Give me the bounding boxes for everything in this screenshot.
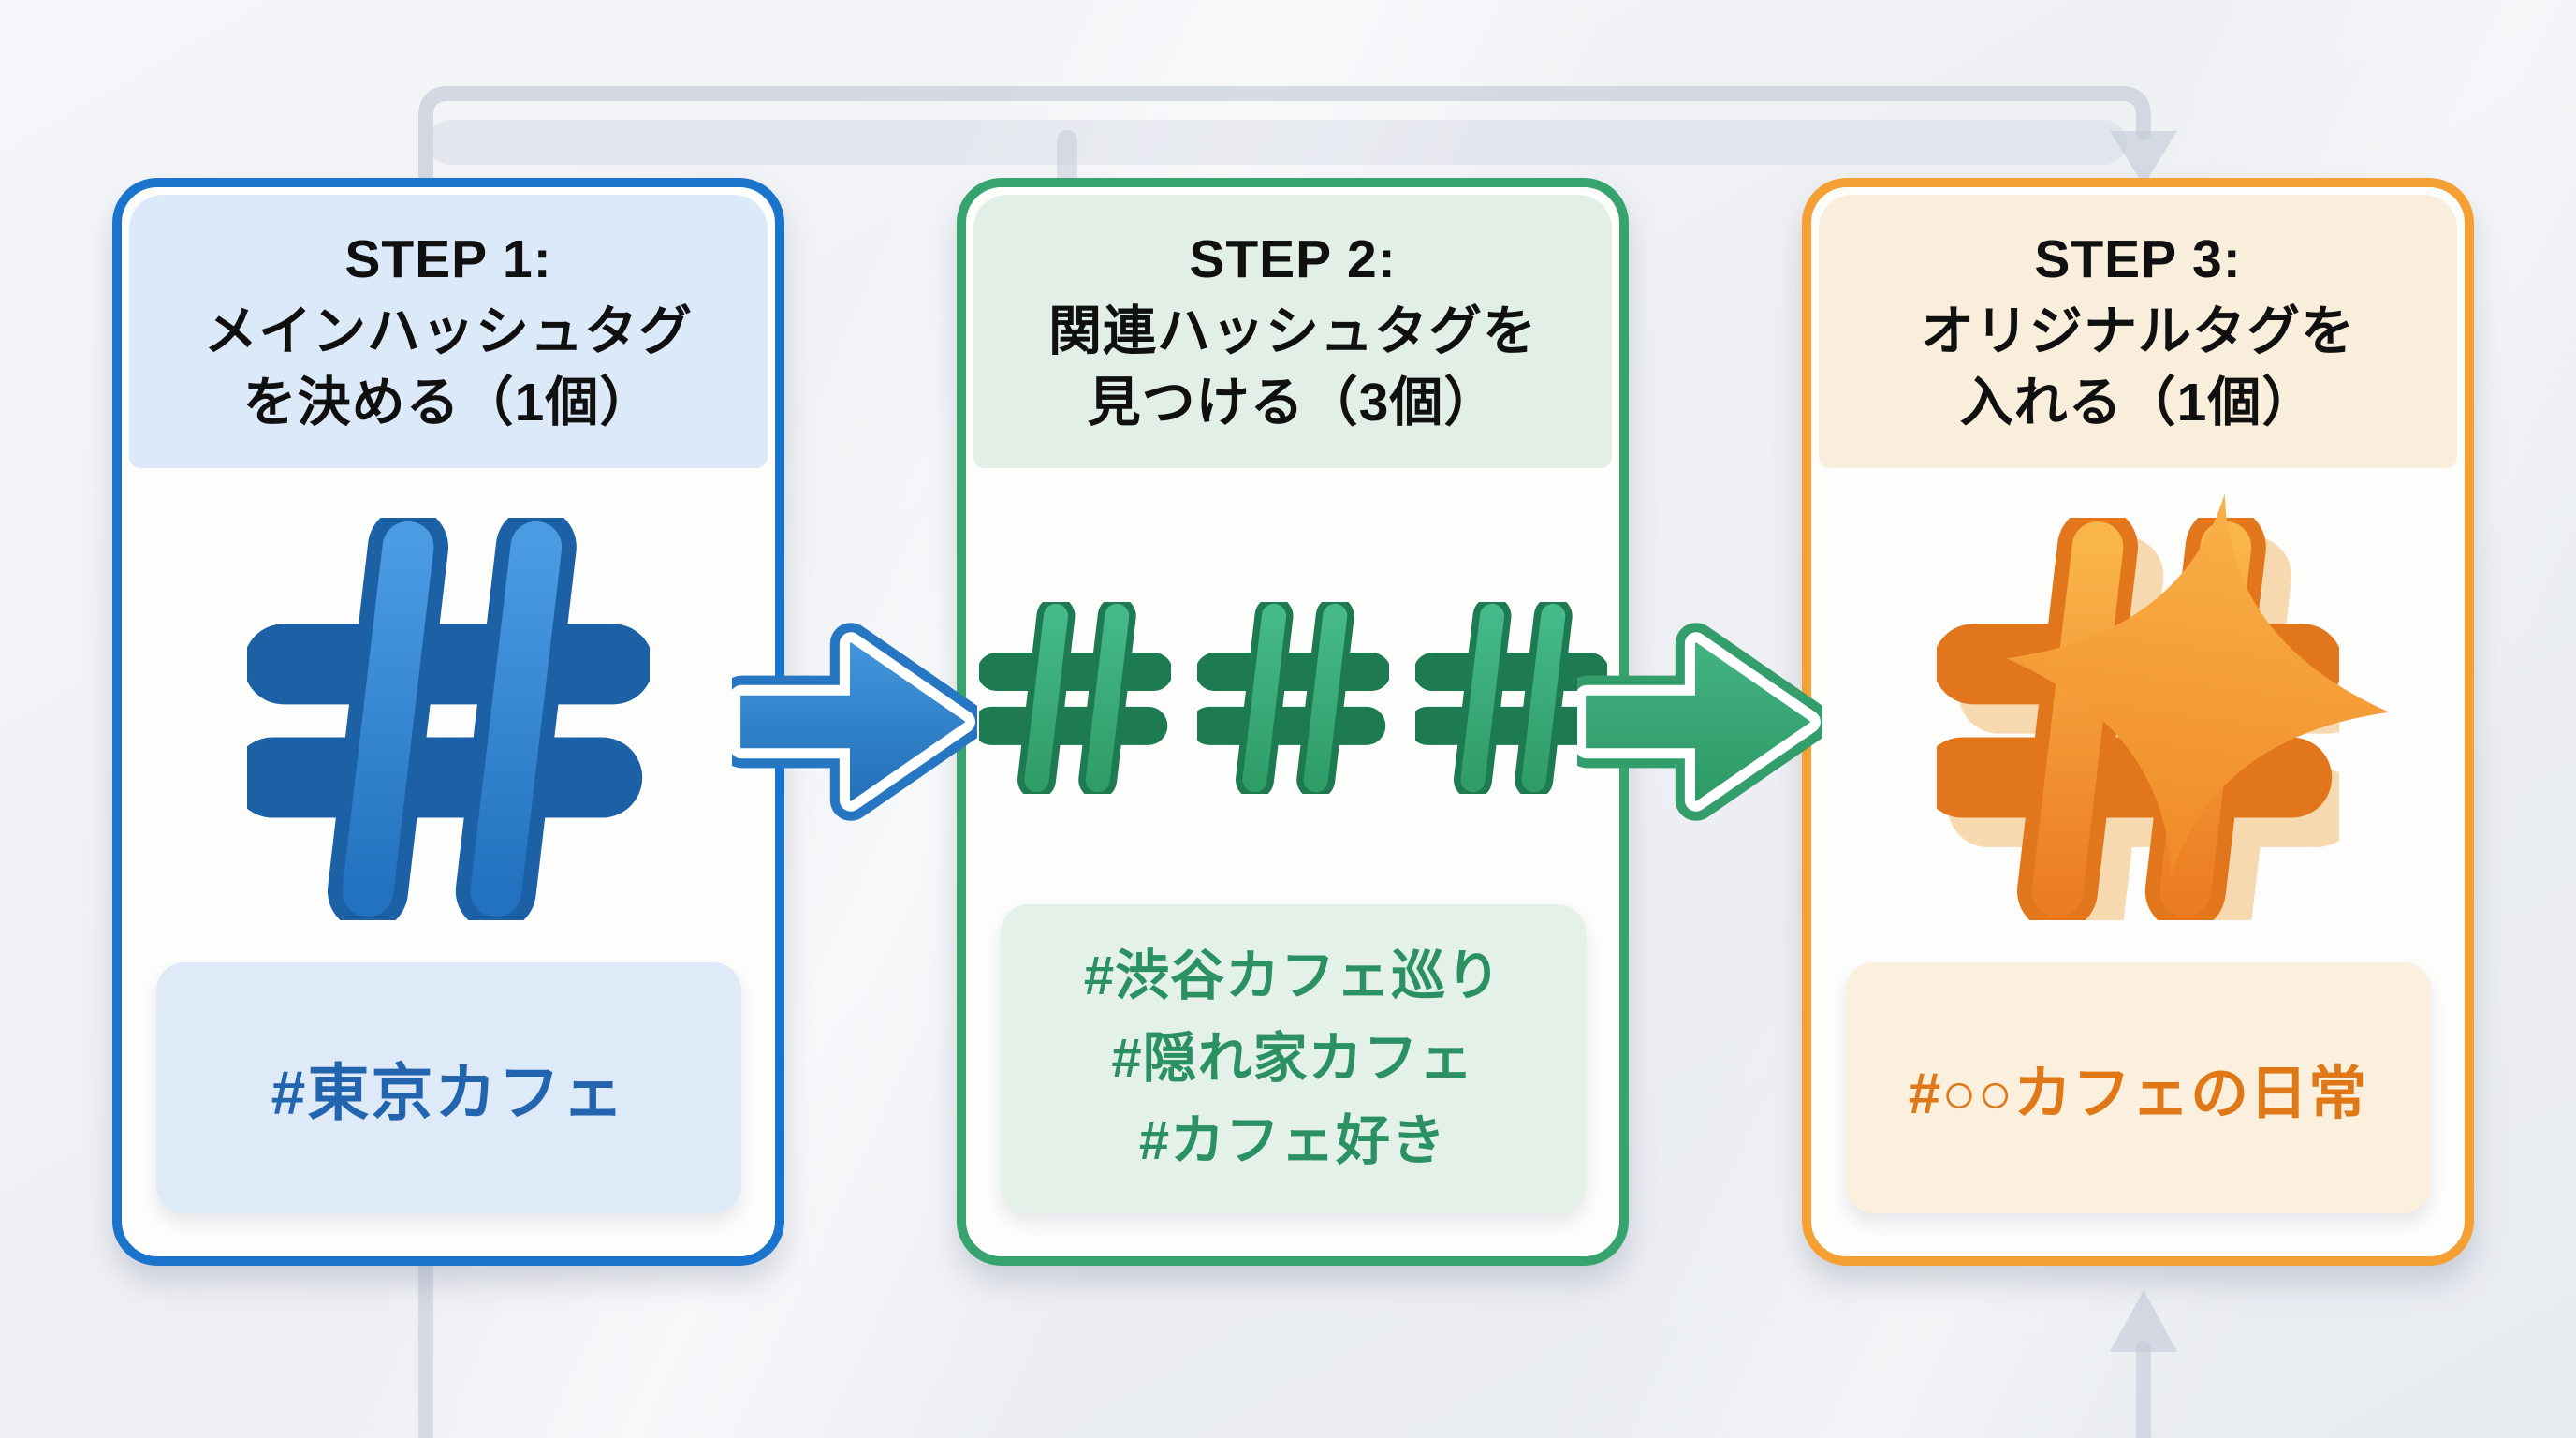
sparkle-icon — [2006, 493, 2390, 877]
step-1-tag-pill: #東京カフェ — [155, 962, 741, 1213]
step-1-title-line-1: STEP 1: — [344, 229, 552, 290]
hashtag-icon-sparkle — [1937, 493, 2390, 920]
hashtag-icon-row — [972, 595, 1609, 803]
step-3-header: STEP 3: オリジナルタグを 入れる（1個） — [1819, 195, 2457, 468]
hashtag-icon — [1190, 595, 1391, 803]
step-1-header: STEP 1: メインハッシュタグ を決める（1個） — [129, 195, 768, 468]
tag-text: #隠れ家カフェ — [1111, 1027, 1474, 1089]
bottom-connector-line — [418, 1258, 2151, 1438]
step-2-title-line-3: 見つける（3個） — [1087, 373, 1499, 433]
arrow-step2-to-step3-icon — [1577, 594, 1822, 849]
step-1-title-line-2: メインハッシュタグ — [204, 301, 693, 361]
up-arrowhead-icon — [2110, 1290, 2177, 1352]
down-arrowhead-icon — [2110, 131, 2177, 185]
step-2-icon-zone — [966, 476, 1619, 904]
hashtag-icon — [972, 595, 1173, 803]
tag-text: #渋谷カフェ巡り — [1083, 945, 1502, 1006]
arrow-step1-to-step2-icon — [732, 594, 977, 849]
hashtag-icon — [247, 518, 650, 920]
tag-text: #東京カフェ — [271, 1058, 626, 1127]
step-3-tag-pill: #○○カフェの日常 — [1845, 962, 2431, 1213]
step-1-icon-zone — [122, 476, 775, 962]
step-3-icon-zone — [1811, 476, 2465, 962]
tag-text: #カフェ好き — [1138, 1110, 1447, 1172]
top-connector-line — [418, 86, 2151, 187]
tag-text: #○○カフェの日常 — [1908, 1062, 2368, 1126]
step-card-2: STEP 2: 関連ハッシュタグを 見つける（3個） — [957, 178, 1629, 1266]
step-2-title-line-1: STEP 2: — [1189, 229, 1397, 290]
step-1-title-line-3: を決める（1個） — [242, 373, 654, 433]
step-card-3: STEP 3: オリジナルタグを 入れる（1個） — [1802, 178, 2474, 1266]
step-2-title-line-2: 関連ハッシュタグを — [1048, 301, 1537, 361]
step-2-tag-pill: #渋谷カフェ巡り #隠れ家カフェ #カフェ好き — [1000, 904, 1586, 1213]
step-3-title-line-1: STEP 3: — [2034, 229, 2242, 290]
step-3-title-line-2: オリジナルタグを — [1921, 301, 2355, 361]
hashtag-icon — [1408, 595, 1609, 803]
step-2-header: STEP 2: 関連ハッシュタグを 見つける（3個） — [973, 195, 1612, 468]
step-card-1: STEP 1: メインハッシュタグ を決める（1個） — [112, 178, 784, 1266]
step-3-title-line-3: 入れる（1個） — [1959, 373, 2317, 433]
